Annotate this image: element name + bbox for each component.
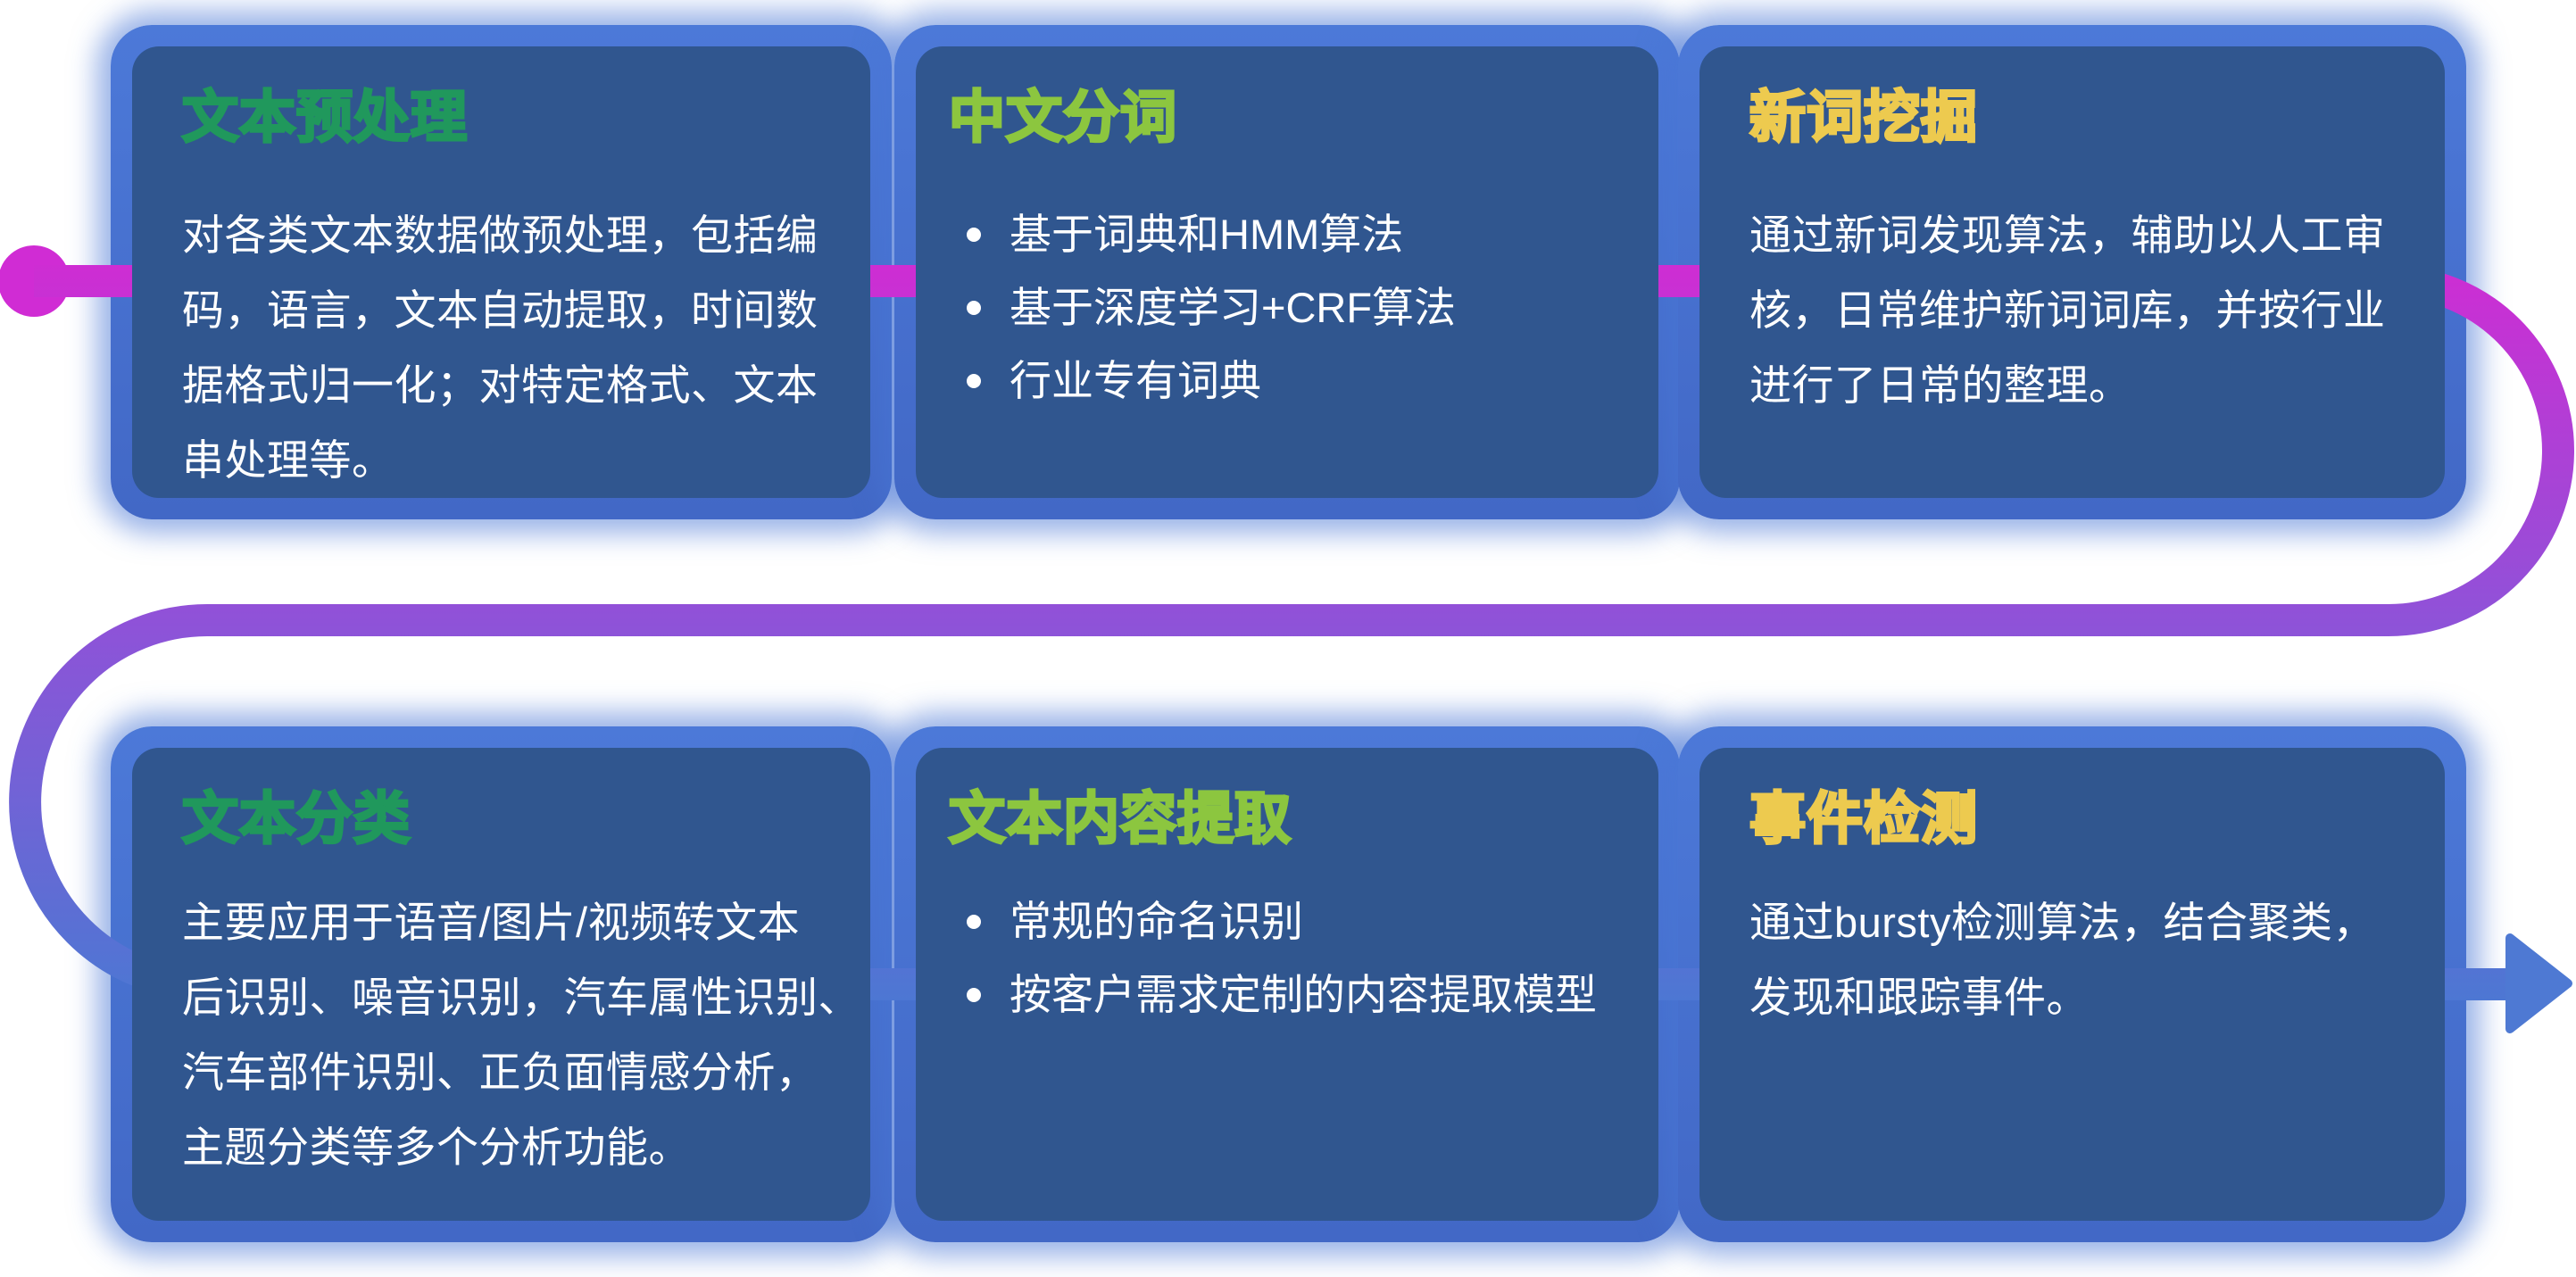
card-title: 中文分词 — [948, 87, 1178, 149]
bullet-item: 行业专有词典 — [949, 344, 1610, 418]
card-body: 主要应用于语音/图片/视频转文本 后识别、噪音识别，汽车属性识别、 汽车部件识别… — [182, 899, 860, 1171]
bullet-item: 按客户需求定制的内容提取模型 — [949, 958, 1610, 1032]
card-chinese-word-segmentation: 中文分词 基于词典和HMM算法 基于深度学习+CRF算法 行业专有词典 — [916, 46, 1658, 498]
card-body: 通过新词发现算法，辅助以人工审 核，日常维护新词词库，并按行业 进行了日常的整理… — [1749, 211, 2386, 409]
bullet-item: 基于词典和HMM算法 — [949, 198, 1610, 271]
card-bullet-list: 常规的命名识别 按客户需求定制的内容提取模型 — [949, 885, 1610, 1032]
card-title: 新词挖掘 — [1749, 87, 1979, 149]
card-body: 对各类文本数据做预处理，包括编 码，语言，文本自动提取，时间数 据格式归一化；对… — [182, 211, 819, 484]
flow-arrow-icon — [2505, 933, 2572, 1033]
card-title: 事件检测 — [1749, 788, 1979, 850]
flow-path — [9, 265, 2574, 1000]
card-event-detection: 事件检测 通过bursty检测算法，结合聚类， 发现和跟踪事件。 — [1699, 748, 2445, 1221]
card-title: 文本内容提取 — [948, 788, 1292, 850]
bullet-item: 常规的命名识别 — [949, 885, 1610, 958]
bullet-item: 基于深度学习+CRF算法 — [949, 271, 1610, 344]
card-bullet-list: 基于词典和HMM算法 基于深度学习+CRF算法 行业专有词典 — [949, 198, 1610, 418]
card-title: 文本分类 — [181, 788, 411, 850]
card-title: 文本预处理 — [181, 87, 469, 149]
card-text-content-extraction: 文本内容提取 常规的命名识别 按客户需求定制的内容提取模型 — [916, 748, 1658, 1221]
card-body: 通过bursty检测算法，结合聚类， 发现和跟踪事件。 — [1749, 899, 2375, 1021]
card-new-word-mining: 新词挖掘 通过新词发现算法，辅助以人工审 核，日常维护新词词库，并按行业 进行了… — [1699, 46, 2445, 498]
card-text-preprocessing: 文本预处理 对各类文本数据做预处理，包括编 码，语言，文本自动提取，时间数 据格… — [132, 46, 870, 498]
card-text-classification: 文本分类 主要应用于语音/图片/视频转文本 后识别、噪音识别，汽车属性识别、 汽… — [132, 748, 870, 1221]
